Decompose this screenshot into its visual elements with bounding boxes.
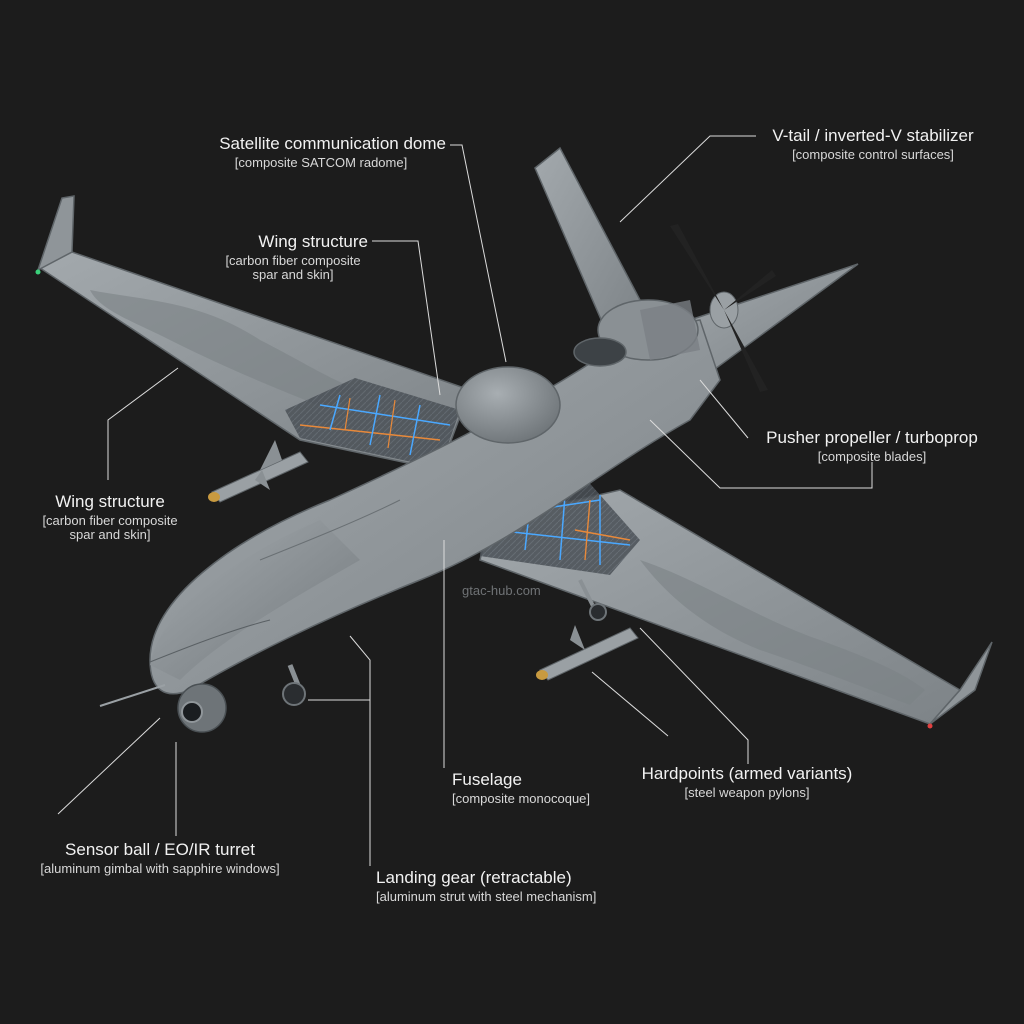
callout-fuselage: Fuselage [composite monocoque] <box>452 770 622 806</box>
callout-hardpoints-sub: [steel weapon pylons] <box>684 784 810 800</box>
left-wing <box>35 195 471 471</box>
callout-wing-right-title: Wing structure <box>258 232 368 251</box>
leader-hardpoints <box>639 627 749 764</box>
callout-hardpoints-title: Hardpoints (armed variants) <box>641 764 853 783</box>
callout-landing-gear: Landing gear (retractable) [aluminum str… <box>376 868 636 904</box>
leader-wing-left <box>107 367 179 480</box>
callout-wing-right: Wing structure [carbon fiber composite s… <box>218 232 368 283</box>
callout-landing-gear-title: Landing gear (retractable) <box>376 868 572 887</box>
callout-propeller-sub: [composite blades] <box>817 448 927 464</box>
callout-wing-left-sub: [carbon fiber composite spar and skin] <box>42 512 178 543</box>
satcom-dome <box>455 366 561 444</box>
callout-propeller: Pusher propeller / turboprop [composite … <box>752 428 992 464</box>
callout-satcom-title: Satellite communication dome <box>219 134 446 153</box>
callout-landing-gear-sub: [aluminum strut with steel mechanism] <box>376 888 597 904</box>
leader-sensor-2 <box>57 717 161 815</box>
callout-sensor-title: Sensor ball / EO/IR turret <box>65 840 255 859</box>
callout-wing-left: Wing structure [carbon fiber composite s… <box>30 492 190 543</box>
callout-satcom-sub: [composite SATCOM radome] <box>234 154 408 170</box>
leader-satcom <box>450 144 507 363</box>
propeller <box>670 224 776 392</box>
callout-wing-left-title: Wing structure <box>55 492 165 511</box>
landing-gear <box>282 579 607 706</box>
sensor-ball <box>99 683 227 733</box>
leader-lines <box>57 135 873 866</box>
callout-vtail: V-tail / inverted-V stabilizer [composit… <box>758 126 988 162</box>
callout-wing-right-sub: [carbon fiber composite spar and skin] <box>225 252 361 283</box>
right-wing <box>479 478 993 729</box>
leader-propeller-2 <box>649 419 873 489</box>
hardpoint-missile-left <box>208 440 309 503</box>
leader-wing-right <box>372 240 441 396</box>
callout-sensor-sub: [aluminum gimbal with sapphire windows] <box>40 860 280 876</box>
engine-pod <box>573 299 700 367</box>
callout-fuselage-title: Fuselage <box>452 770 522 789</box>
callout-satcom: Satellite communication dome [composite … <box>196 134 446 170</box>
leader-vtail <box>619 135 756 223</box>
leader-gear <box>349 635 371 866</box>
callout-vtail-sub: [composite control surfaces] <box>792 146 954 162</box>
leader-propeller <box>699 379 749 439</box>
leader-hardpoints-2 <box>591 671 669 737</box>
callout-propeller-title: Pusher propeller / turboprop <box>766 428 978 447</box>
callout-vtail-title: V-tail / inverted-V stabilizer <box>772 126 974 145</box>
watermark: gtac-hub.com <box>462 583 541 598</box>
fuselage-body <box>149 319 721 695</box>
callout-sensor: Sensor ball / EO/IR turret [aluminum gim… <box>10 840 310 876</box>
callout-hardpoints: Hardpoints (armed variants) [steel weapo… <box>632 764 862 800</box>
hardpoint-missile-right <box>536 625 639 681</box>
callout-fuselage-sub: [composite monocoque] <box>452 790 591 806</box>
